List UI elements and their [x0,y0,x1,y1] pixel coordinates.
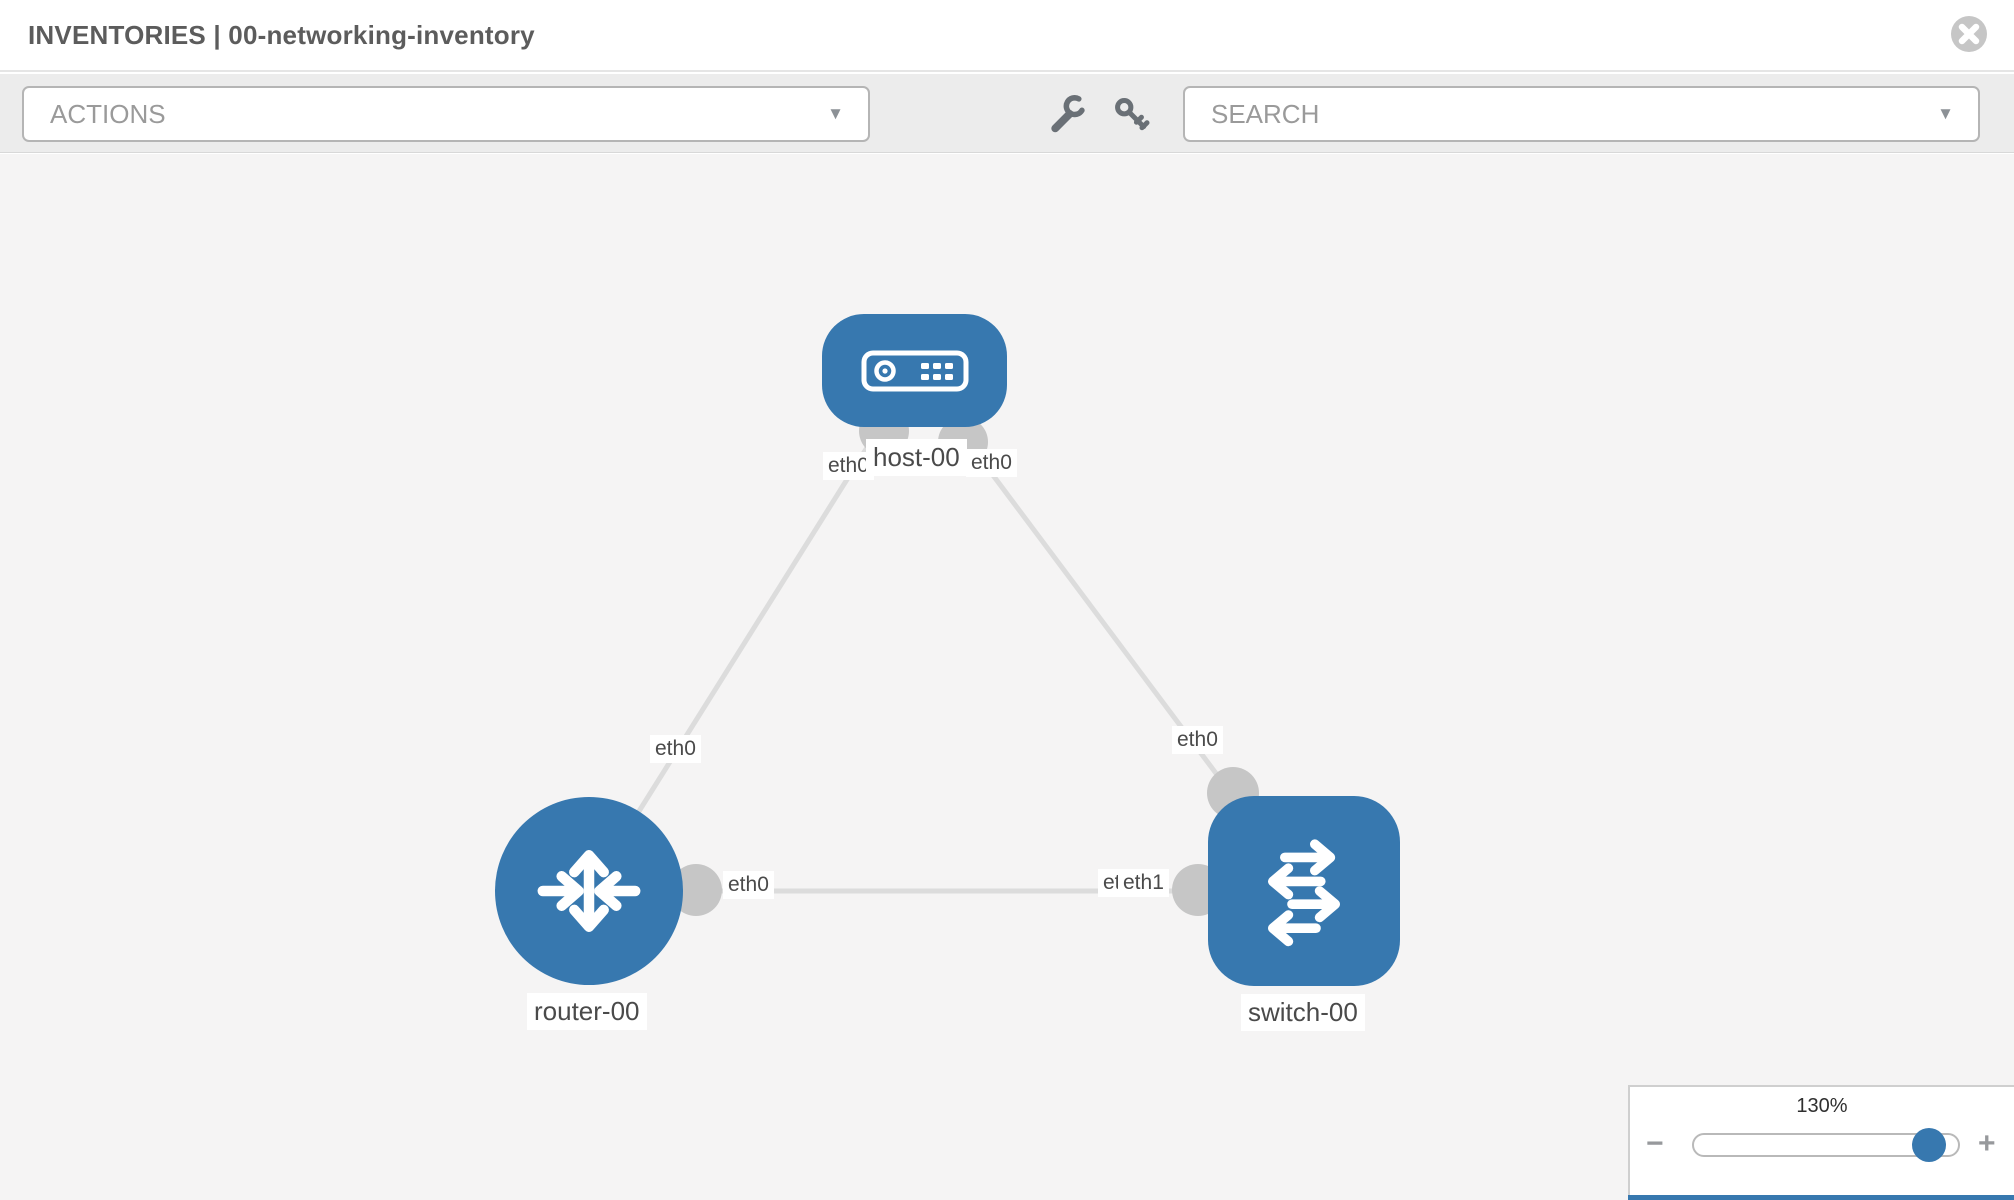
zoom-slider-track[interactable] [1692,1128,1960,1162]
header: INVENTORIES | 00-networking-inventory [0,0,2014,72]
interface-label: eth0 [723,871,774,899]
actions-dropdown-label: ACTIONS [50,98,166,129]
wrench-icon [1051,94,1085,132]
zoom-slider-thumb[interactable] [1912,1128,1946,1162]
zoom-in-button[interactable]: + [1978,1127,1996,1160]
switch-icon [1268,839,1340,947]
search-dropdown[interactable]: SEARCH ▼ [1183,86,1980,142]
interface-label: eth1 [1118,869,1169,897]
links-layer [586,369,1307,916]
interface-label: eth0 [823,452,874,480]
node-switch-00[interactable] [1208,796,1400,986]
key-icon [1115,97,1150,130]
interface-dot [670,864,722,916]
actions-dropdown[interactable]: ACTIONS ▼ [22,86,870,142]
router-icon [537,850,641,932]
topology-canvas[interactable]: eth0 eth0 eth0 eth0 eth0 eth0 eth1 host-… [0,154,2014,1200]
interface-label: eth0 [650,735,701,763]
node-label-router: router-00 [527,993,647,1030]
search-dropdown-label: SEARCH [1211,98,1320,129]
node-router-00[interactable] [495,797,683,985]
close-icon [1951,16,1987,52]
host-icon [861,350,968,391]
node-host-00[interactable] [822,314,1007,427]
configure-button[interactable] [1046,94,1090,138]
chevron-down-icon: ▼ [827,104,844,123]
interface-label: eth0 [966,449,1017,477]
zoom-out-button[interactable]: − [1646,1127,1664,1160]
node-label-host: host-00 [866,439,967,476]
panel-bottom-accent [1628,1195,2014,1200]
credentials-button[interactable] [1110,94,1154,138]
close-button[interactable] [1950,15,1988,53]
chevron-down-icon: ▼ [1937,104,1954,123]
node-label-switch: switch-00 [1241,994,1365,1031]
zoom-slider-row: − + [1630,1127,2014,1167]
toolbar: ACTIONS ▼ SEARCH ▼ [0,74,2014,153]
zoom-level-value: 130% [1796,1095,1848,1117]
page-title: INVENTORIES | 00-networking-inventory [28,19,535,50]
interface-label: eth0 [1172,726,1223,754]
zoom-control-panel: 130% − + [1628,1085,2014,1200]
